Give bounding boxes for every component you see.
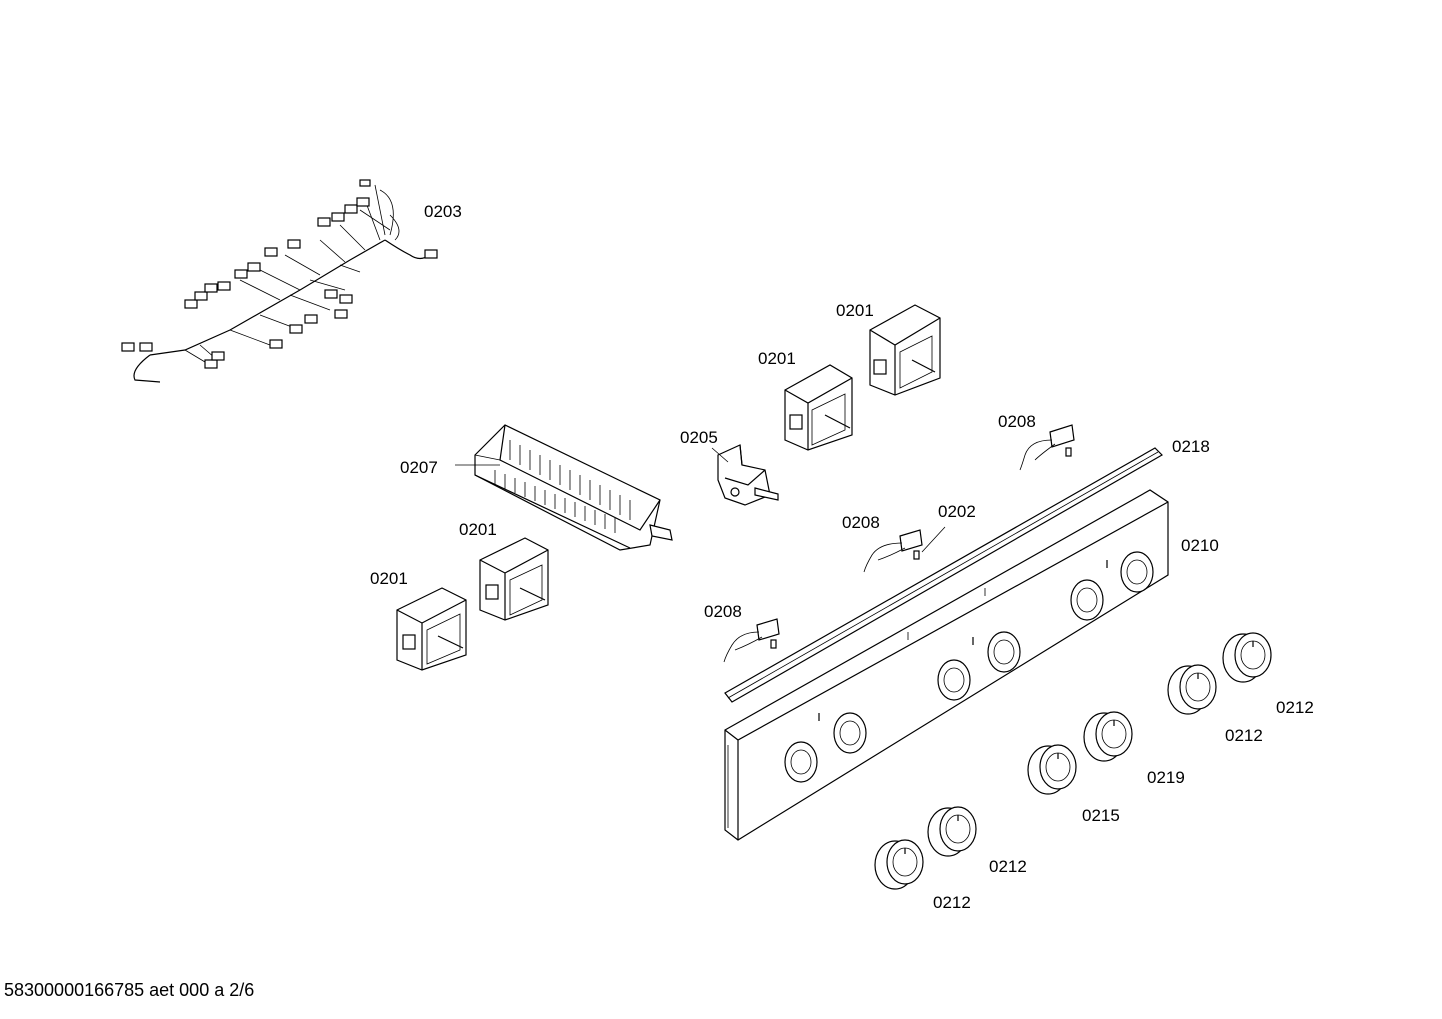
lamp-holder-0208-bottom: 0208 xyxy=(704,602,780,663)
lamp-holder-0208-middle: 0208 xyxy=(842,513,923,573)
label-0212-bottom: 0212 xyxy=(989,857,1027,876)
label-0218: 0218 xyxy=(1172,437,1210,456)
wiring-harness-0203: 0203 xyxy=(121,179,462,383)
label-0203: 0203 xyxy=(424,202,462,221)
control-panel-0210: 0210 xyxy=(724,489,1219,841)
knob-0212-bottom: 0212 xyxy=(927,806,1027,876)
panel-knob-holes xyxy=(784,551,1154,783)
label-0210: 0210 xyxy=(1181,536,1219,555)
label-0212-right: 0212 xyxy=(1225,726,1263,745)
knob-0215: 0215 xyxy=(1027,744,1120,825)
selector-switch-0207: 0207 xyxy=(400,424,673,551)
rotary-switch-0201-middle: 0201 xyxy=(758,349,853,451)
label-0208-bottom: 0208 xyxy=(704,602,742,621)
rotary-switch-0201-left-upper: 0201 xyxy=(459,520,549,621)
label-0201-left-upper: 0201 xyxy=(459,520,497,539)
label-0201-middle: 0201 xyxy=(758,349,796,368)
label-0207: 0207 xyxy=(400,458,438,477)
component-0205: 0205 xyxy=(680,428,779,506)
label-0202: 0202 xyxy=(938,502,976,521)
lamp-holder-0208-top: 0208 xyxy=(998,412,1075,471)
rotary-switch-0201-left-lower: 0201 xyxy=(370,569,467,671)
label-0215: 0215 xyxy=(1082,806,1120,825)
trim-strip-0218: 0218 xyxy=(724,437,1210,703)
label-0201-top: 0201 xyxy=(836,301,874,320)
label-0212-bottom-left: 0212 xyxy=(933,893,971,912)
label-0219: 0219 xyxy=(1147,768,1185,787)
rotary-switch-0201-top: 0201 xyxy=(836,301,941,396)
label-0201-left-lower: 0201 xyxy=(370,569,408,588)
knob-0219: 0219 xyxy=(1083,711,1185,787)
document-id: 58300000166785 aet 000 a 2/6 xyxy=(4,980,255,1000)
label-0208-top: 0208 xyxy=(998,412,1036,431)
label-0208-middle: 0208 xyxy=(842,513,880,532)
knob-0212-far-right: 0212 xyxy=(1222,632,1314,717)
knob-0212-right: 0212 xyxy=(1167,664,1263,745)
knob-0212-bottom-left: 0212 xyxy=(874,839,971,912)
label-0212-far-right: 0212 xyxy=(1276,698,1314,717)
label-0205: 0205 xyxy=(680,428,718,447)
component-0202: 0202 xyxy=(921,502,976,553)
